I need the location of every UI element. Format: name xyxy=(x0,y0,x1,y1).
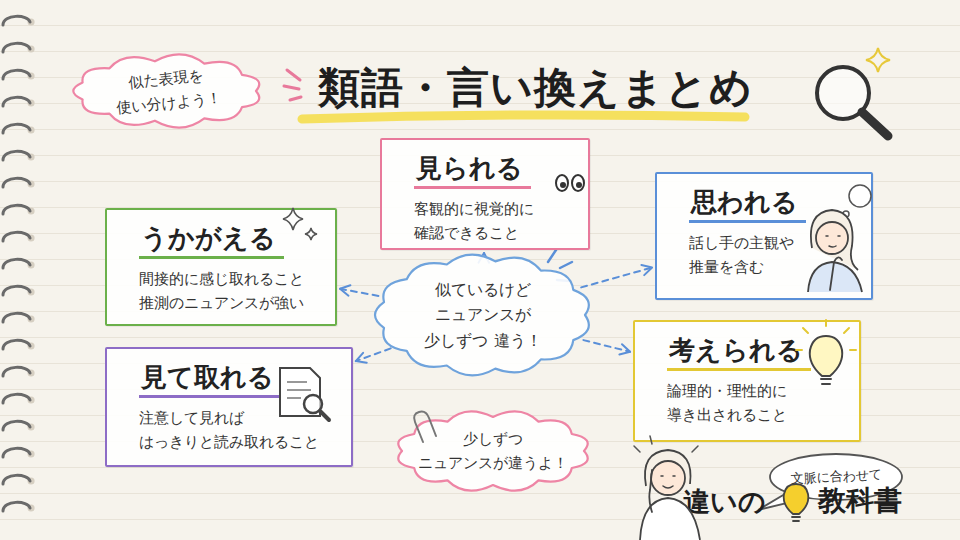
face xyxy=(651,461,685,495)
pointing-hand xyxy=(649,470,652,512)
sparkle xyxy=(866,48,890,72)
cloud-note: 似ているけど ニュアンスが 少しずつ 違う！ xyxy=(372,252,594,378)
term-heading: 見られる xyxy=(414,152,531,189)
logo-text: 教科書 xyxy=(818,482,902,520)
term-heading: うかがえる xyxy=(139,222,284,259)
bulb-base xyxy=(792,517,800,521)
note-text-group: 少しずつ ニュアンスが違うよ！ xyxy=(411,427,576,475)
arrow-head xyxy=(619,344,630,354)
spiral-ring xyxy=(3,16,30,511)
arrow-head xyxy=(356,353,367,363)
term-box: うかがえる間接的に感じ取れること 推測のニュアンスが強い xyxy=(105,208,337,326)
magnifier-lens xyxy=(817,67,869,119)
term-box: 見て取れる注意して見れば はっきりと読み取れること xyxy=(105,347,353,467)
magnifier-handle xyxy=(862,112,888,136)
title-highlight xyxy=(302,115,745,119)
logo-text: 違いの xyxy=(683,484,766,520)
note-text: 少しずつ ニュアンスが違うよ！ xyxy=(411,427,576,475)
term-heading: 考えられる xyxy=(667,334,811,371)
diagram-title: 類語・言い換えまとめ xyxy=(318,60,753,116)
term-description: 論理的・理性的に 導き出されること xyxy=(667,379,807,428)
cloud-shape xyxy=(375,255,589,376)
term-description: 話し手の主観や 推量を含む xyxy=(689,231,809,280)
term-box: 見られる客観的に視覚的に 確認できること xyxy=(380,138,590,250)
cloud-shape xyxy=(398,411,587,490)
term-description: 客観的に視覚的に 確認できること xyxy=(414,197,549,246)
term-description: 間接的に感じ取れること 推測のニュアンスが強い xyxy=(139,267,324,316)
note-text-group: 似ているけど ニュアンスが 少しずつ 違う！ xyxy=(413,277,553,354)
term-box: 考えられる論理的・理性的に 導き出されること xyxy=(633,320,861,442)
arrow-head xyxy=(641,265,652,275)
face-lines xyxy=(661,476,675,488)
cloud-shape xyxy=(73,54,259,127)
magnifier-icon xyxy=(817,67,888,136)
cloud-note: 少しずつ ニュアンスが違うよ！ xyxy=(393,408,593,494)
cloud-note: 似た表現を 使い分けよう！ xyxy=(70,52,265,130)
term-box: 思われる話し手の主観や 推量を含む xyxy=(655,172,873,300)
dashed-connector xyxy=(581,268,652,288)
note-text: 似ているけど ニュアンスが 少しずつ 違う！ xyxy=(413,277,553,354)
hair xyxy=(645,450,691,486)
cloud-outline xyxy=(393,408,593,494)
arrow-head xyxy=(340,285,350,295)
term-heading: 見て取れる xyxy=(139,361,282,398)
accent-marks xyxy=(284,70,301,100)
term-description: 注意して見れば はっきりと読み取れること xyxy=(139,406,334,455)
term-heading: 思われる xyxy=(689,186,806,223)
